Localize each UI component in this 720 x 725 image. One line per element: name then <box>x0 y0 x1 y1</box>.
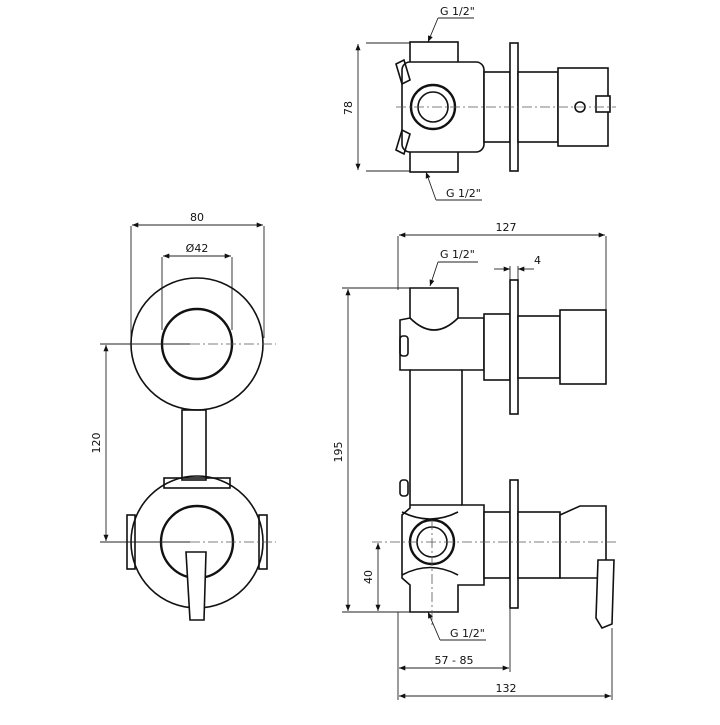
dim-78: 78 <box>342 101 355 115</box>
thread-label-side-top: G 1/2" <box>440 248 475 261</box>
thread-label-top-1: G 1/2" <box>440 5 475 18</box>
dim-127: 127 <box>496 221 517 234</box>
front-view: 80 Ø42 120 <box>90 211 276 621</box>
side-view: 127 G 1/2" 4 195 <box>332 221 616 700</box>
dim-195: 195 <box>332 442 345 463</box>
dim-plate-4: 4 <box>534 254 541 267</box>
dim-40: 40 <box>362 570 375 584</box>
dim-120: 120 <box>90 433 103 454</box>
dim-range-57-85: 57 - 85 <box>435 654 474 667</box>
top-view: 78 G 1/2" G 1/2" <box>342 5 616 201</box>
dim-diameter-42: Ø42 <box>186 242 209 255</box>
thread-label-top-2: G 1/2" <box>446 187 481 200</box>
dim-132: 132 <box>496 682 517 695</box>
thread-label-side-bottom: G 1/2" <box>450 627 485 640</box>
dim-80: 80 <box>190 211 204 224</box>
